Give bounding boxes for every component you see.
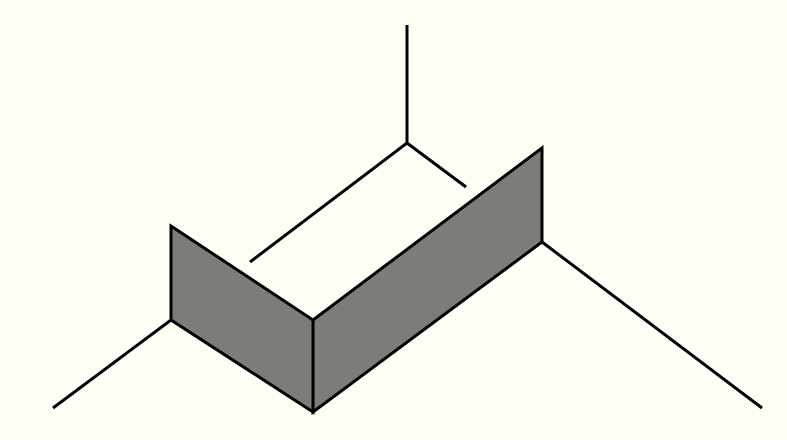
top-left-arm — [249, 141, 408, 264]
left-panel — [169, 223, 315, 415]
right-outer-line — [541, 240, 763, 410]
top-right-arm — [406, 141, 467, 189]
left-outer-line — [52, 318, 172, 410]
